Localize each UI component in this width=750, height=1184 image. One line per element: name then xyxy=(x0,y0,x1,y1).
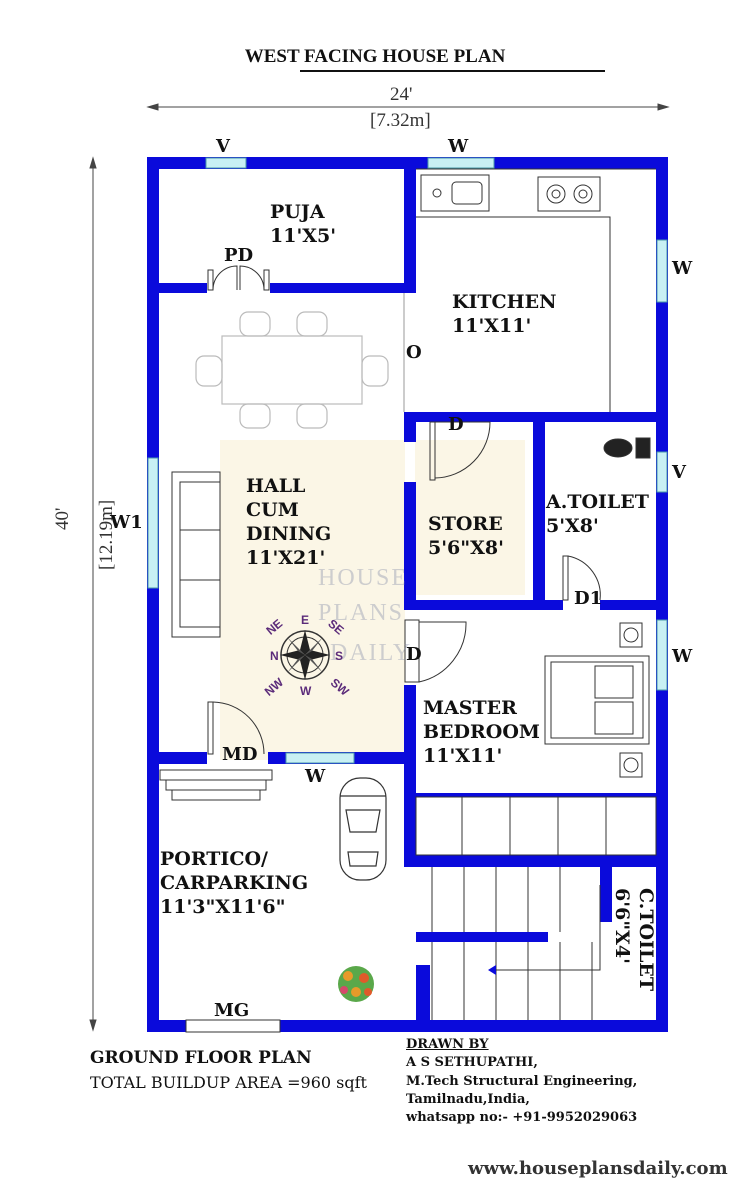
label-d1: D1 xyxy=(574,588,603,609)
hall-line3: DINING xyxy=(246,523,332,545)
atoilet-size: 5'X8' xyxy=(546,515,599,537)
window-w-master xyxy=(656,619,668,691)
credit-author: A S SETHUPATHI, xyxy=(406,1055,538,1070)
hall-room: HALL CUM DINING 11'X21' xyxy=(246,474,331,570)
watermark-line2: PLANS xyxy=(318,600,405,626)
master-bedroom-room: MASTER BEDROOM 11'X11' xyxy=(423,696,540,768)
master-size: 11'X11' xyxy=(423,745,503,767)
compass-s: S xyxy=(335,649,344,663)
car xyxy=(339,777,387,881)
compass-e: E xyxy=(301,613,310,627)
ctoilet-size: 6'6"X4' xyxy=(611,888,633,964)
website-link[interactable]: www.houseplansdaily.com xyxy=(468,1158,728,1179)
label-pd: PD xyxy=(224,245,254,266)
portico-size: 11'3"X11'6" xyxy=(160,896,286,918)
store-size: 5'6"X8' xyxy=(428,537,504,559)
window-w-kitchen xyxy=(656,239,668,303)
stair-arrow xyxy=(488,965,496,975)
window-w-top xyxy=(427,157,495,169)
width-feet: 24' xyxy=(390,84,413,105)
master-line2: BEDROOM xyxy=(423,721,540,743)
width-meters: [7.32m] xyxy=(370,110,431,131)
hall-line2: CUM xyxy=(246,499,299,521)
hall-line1: HALL xyxy=(246,475,306,497)
compass-rose xyxy=(280,630,330,680)
staircase xyxy=(415,796,657,1020)
compass-n: N xyxy=(270,649,279,663)
portico-line1: PORTICO/ xyxy=(160,848,268,870)
label-w-hall: W xyxy=(305,766,326,787)
hall-tint xyxy=(220,440,405,760)
windows xyxy=(147,157,668,764)
dining-set xyxy=(195,311,389,429)
label-d-master: D xyxy=(406,644,422,665)
label-v-toilet: V xyxy=(672,462,686,483)
master-door xyxy=(404,619,467,683)
store-room: STORE 5'6"X8' xyxy=(428,512,504,560)
hall-size: 11'X21' xyxy=(246,547,326,569)
footer-plan-name: GROUND FLOOR PLAN xyxy=(90,1048,312,1068)
label-mg: MG xyxy=(214,1000,250,1021)
sofa xyxy=(171,471,221,638)
depth-feet: 40' xyxy=(52,507,73,530)
label-md: MD xyxy=(222,744,258,765)
master-line1: MASTER xyxy=(423,697,517,719)
toilet-door xyxy=(562,555,601,601)
portico-room: PORTICO/ CARPARKING 11'3"X11'6" xyxy=(160,847,308,919)
ctoilet-name: C.TOILET xyxy=(635,888,657,991)
label-v-top: V xyxy=(216,136,230,157)
credit-drawn-by: DRAWN BY xyxy=(406,1037,489,1052)
atoilet-name: A.TOILET xyxy=(546,491,649,513)
store-tint xyxy=(415,440,525,595)
label-w-kitchen: W xyxy=(672,258,693,279)
main-door xyxy=(207,701,265,755)
plant xyxy=(338,966,374,1002)
portico-line2: CARPARKING xyxy=(160,872,309,894)
compass-w: W xyxy=(300,684,312,698)
label-d-store: D xyxy=(448,414,464,435)
plan-title: WEST FACING HOUSE PLAN xyxy=(244,46,506,67)
width-dimension-line xyxy=(146,103,670,111)
depth-meters: [12.19m] xyxy=(96,499,117,570)
label-w-master: W xyxy=(672,646,693,667)
title-underline xyxy=(300,70,605,72)
window-w1 xyxy=(147,457,159,589)
window-v-toilet xyxy=(656,451,668,493)
kitchen-room: KITCHEN 11'X11' xyxy=(452,290,556,338)
credit-location: Tamilnadu,India, xyxy=(406,1092,530,1107)
window-v-top xyxy=(205,157,247,169)
main-gate xyxy=(185,1019,281,1033)
credit-qualification: M.Tech Structural Engineering, xyxy=(406,1074,638,1089)
label-w1: W1 xyxy=(110,512,143,533)
credit-contact: whatsapp no:- +91-9952029063 xyxy=(406,1110,638,1125)
toilet-wc xyxy=(603,437,651,459)
kitchen-name: KITCHEN xyxy=(452,291,557,313)
puja-room: PUJA 11'X5' xyxy=(270,200,336,248)
window-w-hall xyxy=(285,752,355,764)
store-door xyxy=(429,421,491,481)
watermark-line1: HOUSE xyxy=(318,565,409,591)
puja-door xyxy=(207,265,270,291)
footer-area: TOTAL BUILDUP AREA =960 sqft xyxy=(90,1073,367,1092)
bed xyxy=(544,622,650,778)
depth-dimension-line xyxy=(89,156,97,1032)
ctoilet-room: C.TOILET 6'6"X4' xyxy=(610,888,658,991)
puja-name: PUJA xyxy=(270,201,325,223)
atoilet-room: A.TOILET 5'X8' xyxy=(546,490,649,538)
puja-size: 11'X5' xyxy=(270,225,337,247)
kitchen-size: 11'X11' xyxy=(452,315,532,337)
store-name: STORE xyxy=(428,513,503,535)
kitchen-counter xyxy=(416,168,656,412)
label-w-top: W xyxy=(448,136,469,157)
portico-steps xyxy=(159,769,273,801)
watermark-line3: DAILY xyxy=(330,640,413,666)
label-o: O xyxy=(406,342,422,363)
